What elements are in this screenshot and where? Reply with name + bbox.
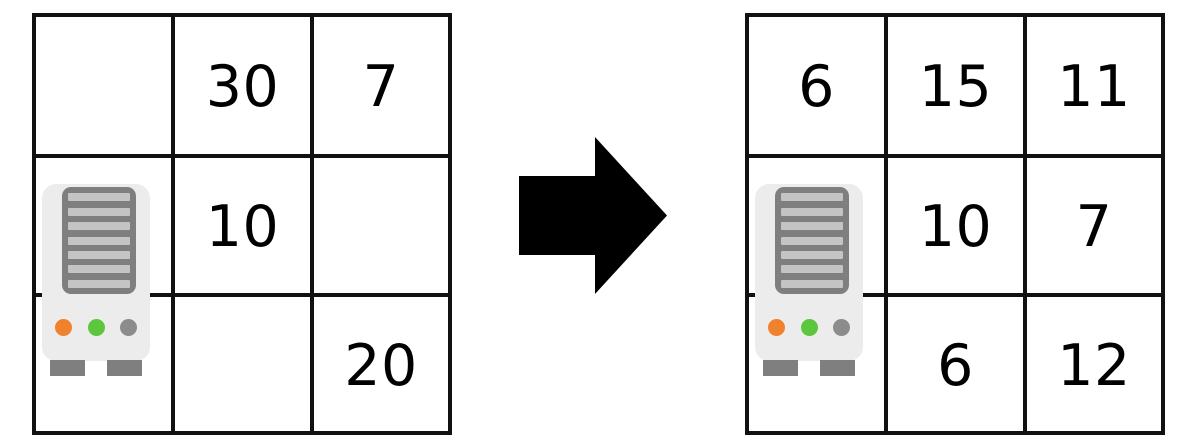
cell-value: 10 (918, 194, 993, 260)
cell-value: 12 (1057, 332, 1131, 399)
cell-r1c2[interactable] (314, 158, 448, 293)
cell-r0c0[interactable] (36, 17, 171, 154)
cell-value: 6 (937, 332, 974, 399)
cell-r0c2[interactable]: 11 (1027, 17, 1161, 154)
cell-r2c0[interactable] (749, 297, 884, 431)
cell-r1c1[interactable]: 10 (888, 158, 1023, 293)
cell-r1c2[interactable]: 7 (1027, 158, 1161, 293)
cell-r0c1[interactable]: 30 (175, 17, 310, 154)
cell-value: 7 (1075, 194, 1113, 260)
cell-r2c1[interactable] (175, 297, 310, 431)
cell-value: 7 (362, 54, 400, 120)
cell-value: 11 (1057, 54, 1131, 120)
cell-value: 20 (344, 332, 418, 399)
cell-r0c1[interactable]: 15 (888, 17, 1023, 154)
cell-r2c1[interactable]: 6 (888, 297, 1023, 431)
cell-value: 6 (798, 54, 835, 120)
cell-r2c2[interactable]: 20 (314, 297, 448, 431)
cell-value: 10 (205, 194, 280, 260)
cell-r1c0[interactable] (749, 158, 884, 293)
cell-r0c0[interactable]: 6 (749, 17, 884, 154)
right-arrow-icon (519, 137, 667, 294)
cell-value: 15 (918, 54, 993, 120)
cell-r1c0[interactable] (36, 158, 171, 293)
cell-r2c0[interactable] (36, 297, 171, 431)
cell-r2c2[interactable]: 12 (1027, 297, 1161, 431)
grid-after: 6 15 11 10 7 6 12 (745, 13, 1165, 435)
cell-value: 30 (205, 54, 280, 120)
cell-r0c2[interactable]: 7 (314, 17, 448, 154)
grid-before: 30 7 10 20 (32, 13, 452, 435)
cell-r1c1[interactable]: 10 (175, 158, 310, 293)
